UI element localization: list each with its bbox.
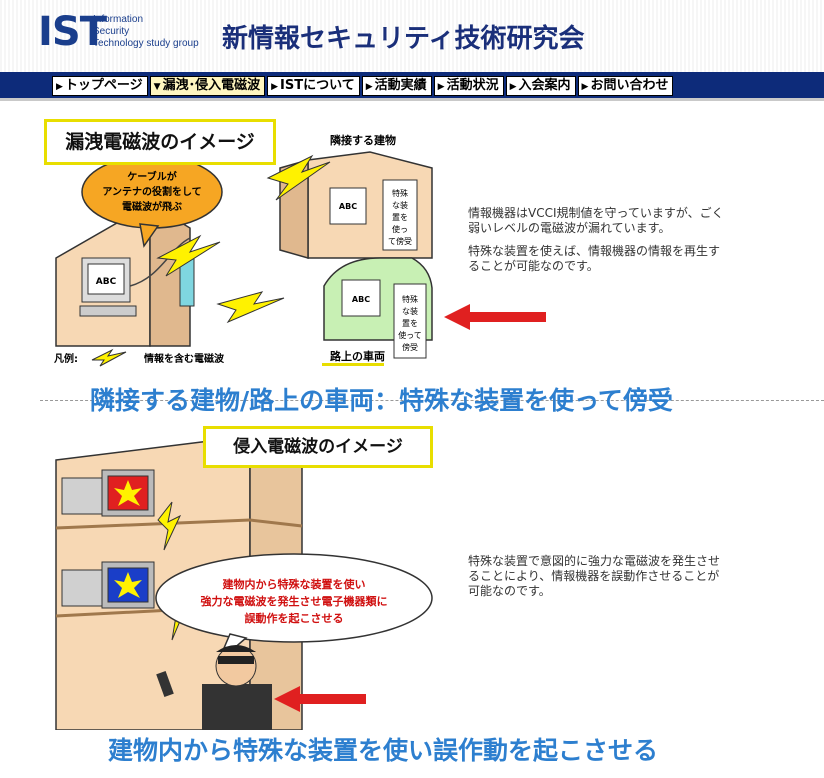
nav-item-membership[interactable]: ▶入会案内 <box>505 76 576 96</box>
nav-item-activities[interactable]: ▶活動状況 <box>433 76 504 96</box>
legend-text: 情報を含む電磁波 <box>144 352 225 365</box>
header-background <box>0 0 824 72</box>
legend-bolt-icon <box>91 348 127 367</box>
nav-item-label: 活動状況 <box>446 78 499 93</box>
nav-item-about[interactable]: ▶ISTについて <box>267 76 360 96</box>
triangle-right-icon: ▶ <box>581 82 589 92</box>
device-label: な装 <box>402 306 418 316</box>
bubble-line: 電磁波が飛ぶ <box>122 200 182 213</box>
nav-divider <box>0 98 824 101</box>
nav-item-label: 漏洩･侵入電磁波 <box>162 78 261 93</box>
bubble-line: 建物内から特殊な装置を使い <box>223 577 366 591</box>
logo-sub-line: Technology study group <box>93 38 199 49</box>
bubble-line: ケーブルが <box>127 170 177 183</box>
nav-item-label: 入会案内 <box>518 78 571 93</box>
bubble-line: 強力な電磁波を発生させ電子機器類に <box>201 594 388 608</box>
screen-text: ABC <box>339 202 357 211</box>
nav-item-label: ISTについて <box>280 78 355 93</box>
intrusion-caption: 建物内から特殊な装置を使い誤作動を起こさせる <box>108 736 659 765</box>
description-paragraph: 情報機器はVCCI規制値を守っていますが、ごく弱いレベルの電磁波が漏れています。 <box>468 206 724 235</box>
device-label: て傍受 <box>388 236 412 246</box>
leak-illustration: ABC ケーブルが アンテナの役割をして 電磁波が飛ぶ 隣接する建物 ABC 特… <box>54 133 433 367</box>
leak-title: 漏洩電磁波のイメージ <box>44 119 276 165</box>
red-arrow-icon <box>444 304 546 330</box>
triangle-right-icon: ▶ <box>365 82 373 92</box>
description-paragraph: 特殊な装置を使えば、情報機器の情報を再生することが可能なのです。 <box>468 244 721 273</box>
computer-icon: ABC <box>79 237 191 317</box>
description-paragraph: 特殊な装置で意図的に強力な電磁波を発生させることにより、情報機器を誤動作させるこ… <box>468 554 721 598</box>
site-header: IST Information Security Technology stud… <box>0 0 824 72</box>
nav-item-top[interactable]: ▶トップページ <box>52 76 148 96</box>
screen-text: ABC <box>96 277 117 287</box>
vehicle-label: 路上の車両 <box>330 349 385 363</box>
triangle-right-icon: ▶ <box>437 82 445 92</box>
screen-text: ABC <box>352 295 370 304</box>
device-label: な装 <box>392 200 408 210</box>
logo-sub-line: Security <box>93 26 130 37</box>
triangle-right-icon: ▶ <box>56 82 63 92</box>
intrusion-title: 侵入電磁波のイメージ <box>203 426 433 468</box>
bubble-line: 誤動作を起こさせる <box>245 611 344 625</box>
intrusion-illustration: 建物内から特殊な装置を使い 強力な電磁波を発生させ電子機器類に 誤動作を起こさせ… <box>55 435 433 730</box>
nav-item-label: トップページ <box>64 78 143 93</box>
nav-menu: ▶トップページ ▼漏洩･侵入電磁波 ▶ISTについて ▶活動実績 ▶活動状況 ▶… <box>52 76 674 96</box>
intrusion-bubble: 建物内から特殊な装置を使い 強力な電磁波を発生させ電子機器類に 誤動作を起こさせ… <box>155 553 433 663</box>
adjacent-building: 隣接する建物 ABC 特殊 な装 置を 使っ て傍受 <box>279 133 433 259</box>
monitor-red-alert-icon <box>61 469 155 517</box>
nav-item-contact[interactable]: ▶お問い合わせ <box>577 76 674 96</box>
site-title: 新情報セキュリティ技術研究会 <box>222 24 585 54</box>
adjacent-building-label: 隣接する建物 <box>330 133 396 147</box>
triangle-down-icon: ▼ <box>153 82 161 92</box>
attacker-figure <box>156 645 272 730</box>
triangle-right-icon: ▶ <box>271 82 279 92</box>
lightning-bolt-icon <box>156 154 331 324</box>
monitor-blue-alert-icon <box>61 561 155 609</box>
vehicle: ABC 特殊 な装 置を 使って 傍受 路上の車両 <box>322 257 433 366</box>
leak-caption: 隣接する建物/路上の車両：特殊な装置を使って傍受 <box>90 386 673 415</box>
section-divider <box>40 400 824 401</box>
device-label: 使っ <box>392 224 408 234</box>
nav-item-label: お問い合わせ <box>590 78 669 93</box>
triangle-right-icon: ▶ <box>509 82 517 92</box>
cable-antenna-bubble: ケーブルが アンテナの役割をして 電磁波が飛ぶ <box>81 155 223 248</box>
legend-prefix: 凡例: <box>54 352 78 365</box>
intrusion-description: 特殊な装置で意図的に強力な電磁波を発生させることにより、情報機器を誤動作させるこ… <box>468 554 728 607</box>
device-label: 置を <box>392 213 408 222</box>
logo[interactable]: IST <box>38 9 107 55</box>
nav-item-label: 活動実績 <box>374 78 427 93</box>
bubble-line: アンテナの役割をして <box>102 185 201 198</box>
red-arrow-icon <box>274 686 366 712</box>
device-label: 傍受 <box>402 342 418 352</box>
nav-item-achievements[interactable]: ▶活動実績 <box>361 76 432 96</box>
leak-description: 情報機器はVCCI規制値を守っていますが、ごく弱いレベルの電磁波が漏れています。… <box>468 206 728 282</box>
device-label: 使って <box>398 330 422 340</box>
device-label: 特殊 <box>402 294 418 304</box>
vehicle-underline <box>322 363 384 366</box>
device-label: 置を <box>402 319 418 328</box>
device-label: 特殊 <box>392 188 408 198</box>
nav-item-emission[interactable]: ▼漏洩･侵入電磁波 <box>149 76 266 96</box>
logo-sub-line: Information <box>93 14 144 25</box>
logo-subtitle: Information Security Technology study gr… <box>93 14 199 50</box>
